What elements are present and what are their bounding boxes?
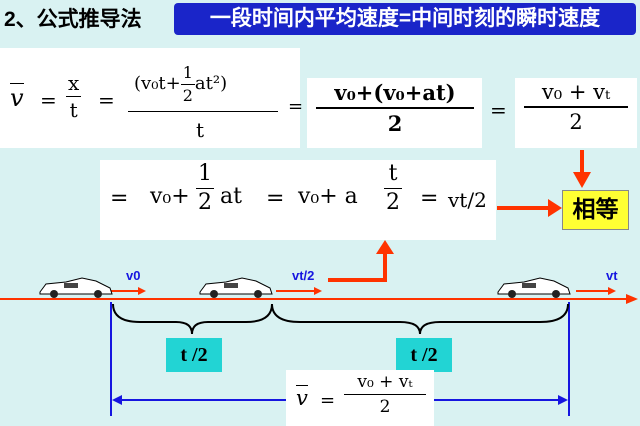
mid-eq-1: = xyxy=(110,186,129,211)
half-time-label-left: t /2 xyxy=(166,338,222,372)
frac2-bar xyxy=(316,107,474,109)
mid-eq-3: = xyxy=(420,186,439,211)
bottom-vbar-text: v xyxy=(296,385,308,410)
mid-v0-plus: v₀+ xyxy=(150,184,190,209)
mean-velocity-symbol: v xyxy=(10,83,24,112)
car-middle-icon xyxy=(199,277,273,298)
bottom-eq: = xyxy=(320,390,336,411)
mid-t-num: t xyxy=(388,161,398,186)
bottom-vbar: v xyxy=(296,385,308,410)
t-denominator: t xyxy=(69,98,78,122)
x-numerator: x xyxy=(68,71,80,95)
frac2-denominator: 2 xyxy=(387,111,403,136)
formula-bottom-panel xyxy=(286,370,434,426)
v0-arrow-head xyxy=(138,287,146,295)
bottom-numerator: v₀ + vₜ xyxy=(357,372,413,392)
main-fraction-bar xyxy=(128,111,278,112)
mid-half-num: 1 xyxy=(198,161,212,186)
eq-sign-4: = xyxy=(490,98,507,122)
vbar-text: v xyxy=(10,83,24,112)
interval-arrow-left xyxy=(112,395,122,405)
x-over-t: x t xyxy=(66,71,82,122)
subtitle-banner: 一段时间内平均速度=中间时刻的瞬时速度 xyxy=(174,3,636,35)
right-brace xyxy=(271,303,569,335)
num-prefix: (v₀t+ xyxy=(134,73,181,95)
fraction-denominator: t xyxy=(196,118,205,142)
mid-at: at xyxy=(220,184,242,209)
v0-label: v0 xyxy=(126,268,141,283)
mid-t-half: t 2 xyxy=(384,161,402,216)
mid-half-bar xyxy=(196,188,214,190)
eq-sign-3: = xyxy=(288,96,304,117)
vt2-label: vt/2 xyxy=(292,268,315,283)
car-start-icon xyxy=(39,277,113,298)
mid-result: vt/2 xyxy=(448,188,487,212)
interval-arrow-right xyxy=(558,395,568,405)
left-brace xyxy=(112,303,273,335)
vt2-arrow-head xyxy=(314,287,322,295)
formula-top-right-panel xyxy=(515,78,637,148)
equal-box: 相等 xyxy=(562,190,629,230)
formula-mid-panel xyxy=(100,160,496,240)
avg-fraction-3: v₀ + vₜ 2 xyxy=(518,80,634,134)
bottom-fraction: v₀ + vₜ 2 xyxy=(342,372,428,417)
mid-t-den: 2 xyxy=(386,190,400,216)
frac3-numerator: v₀ + vₜ xyxy=(541,80,611,104)
eq-sign-1: = xyxy=(40,88,57,112)
frac3-denominator: 2 xyxy=(569,110,583,134)
avg-fraction-2: v₀+(v₀+at) 2 xyxy=(310,80,480,136)
track-arrowhead xyxy=(626,294,638,304)
half-time-label-right: t /2 xyxy=(396,338,452,372)
arrow-up-from-midpoint xyxy=(328,252,387,282)
arrow-up-head xyxy=(376,240,394,254)
mid-t-bar xyxy=(384,188,402,190)
formula-top-mid-panel xyxy=(307,78,482,148)
bottom-bar xyxy=(344,394,426,395)
half-num: 1 xyxy=(182,63,193,82)
car-end-icon xyxy=(497,277,571,298)
mid-eq-2: = xyxy=(266,186,285,211)
bottom-denominator: 2 xyxy=(379,397,391,417)
fraction-bar xyxy=(66,96,82,97)
section-title: 2、公式推导法 xyxy=(4,8,142,31)
arrow-down-head xyxy=(573,172,591,188)
frac3-bar xyxy=(524,106,628,108)
formula-top-left-panel xyxy=(0,48,300,148)
num-suffix: at²) xyxy=(194,73,228,95)
vt-label: vt xyxy=(606,268,618,283)
mid-v0-plus-a: v₀+ a xyxy=(298,184,358,209)
frac2-numerator: v₀+(v₀+at) xyxy=(334,80,456,105)
mid-half: 1 2 xyxy=(196,161,214,216)
vt-arrow-head xyxy=(608,287,616,295)
arrow-to-equal-head xyxy=(548,199,562,217)
half-den: 2 xyxy=(182,85,193,105)
eq-sign-2: = xyxy=(98,88,115,112)
mid-half-den: 2 xyxy=(198,190,212,216)
half-bar xyxy=(180,83,195,85)
